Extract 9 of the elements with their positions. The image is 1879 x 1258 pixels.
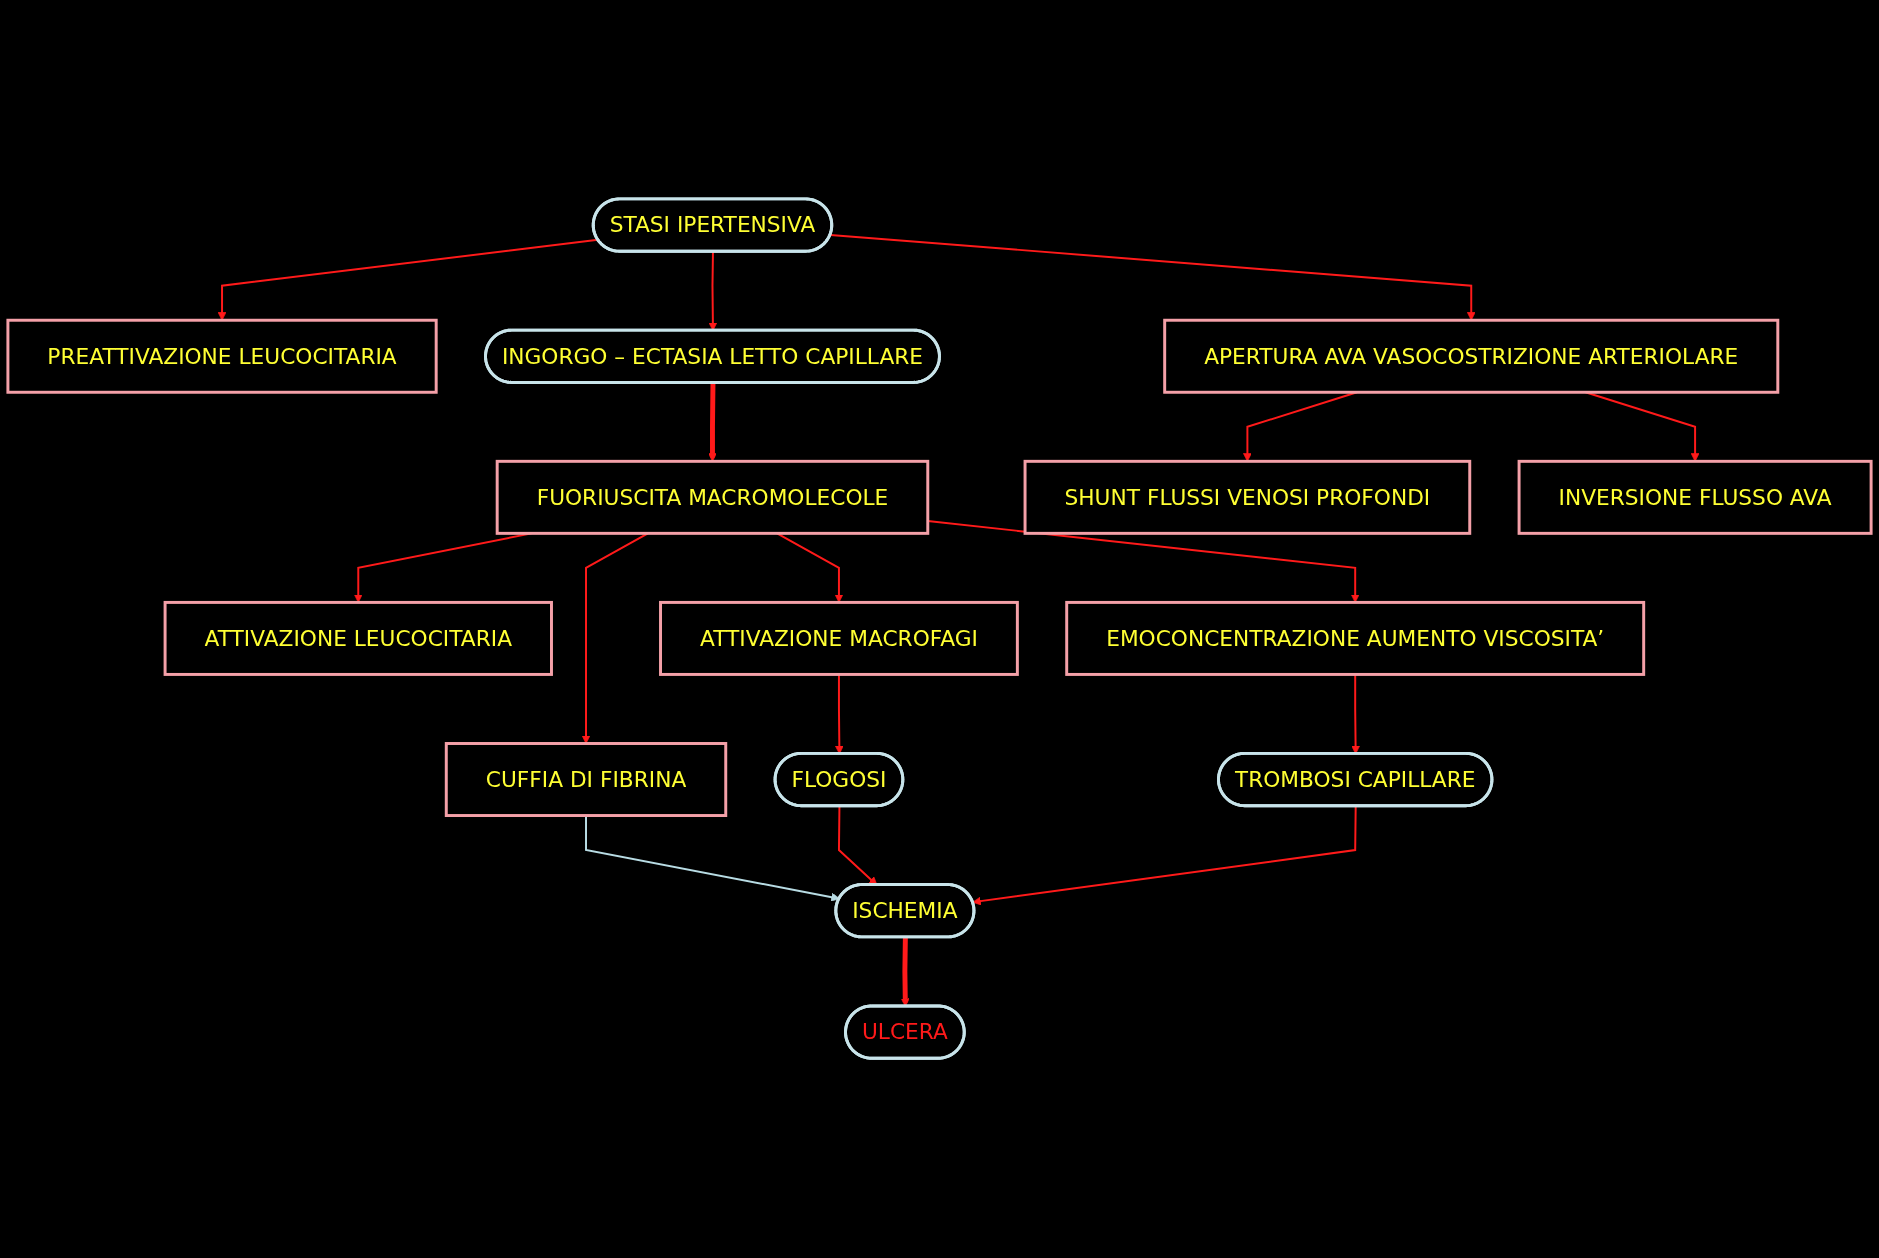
- node-box: CUFFIA DI FIBRINA: [444, 742, 728, 818]
- node-box: APERTURA AVA VASOCOSTRIZIONE ARTERIOLARE: [1163, 319, 1780, 395]
- node-box: ATTIVAZIONE LEUCOCITARIA: [163, 601, 553, 677]
- node-box: SHUNT FLUSSI VENOSI PROFONDI: [1023, 460, 1472, 536]
- node-box: ATTIVAZIONE MACROFAGI: [659, 601, 1019, 677]
- node-box: PREATTIVAZIONE LEUCOCITARIA: [6, 319, 438, 395]
- node-box: FUORIUSCITA MACROMOLECOLE: [495, 460, 930, 536]
- node-box: EMOCONCENTRAZIONE AUMENTO VISCOSITA’: [1065, 601, 1646, 677]
- node-box: INVERSIONE FLUSSO AVA: [1517, 460, 1873, 536]
